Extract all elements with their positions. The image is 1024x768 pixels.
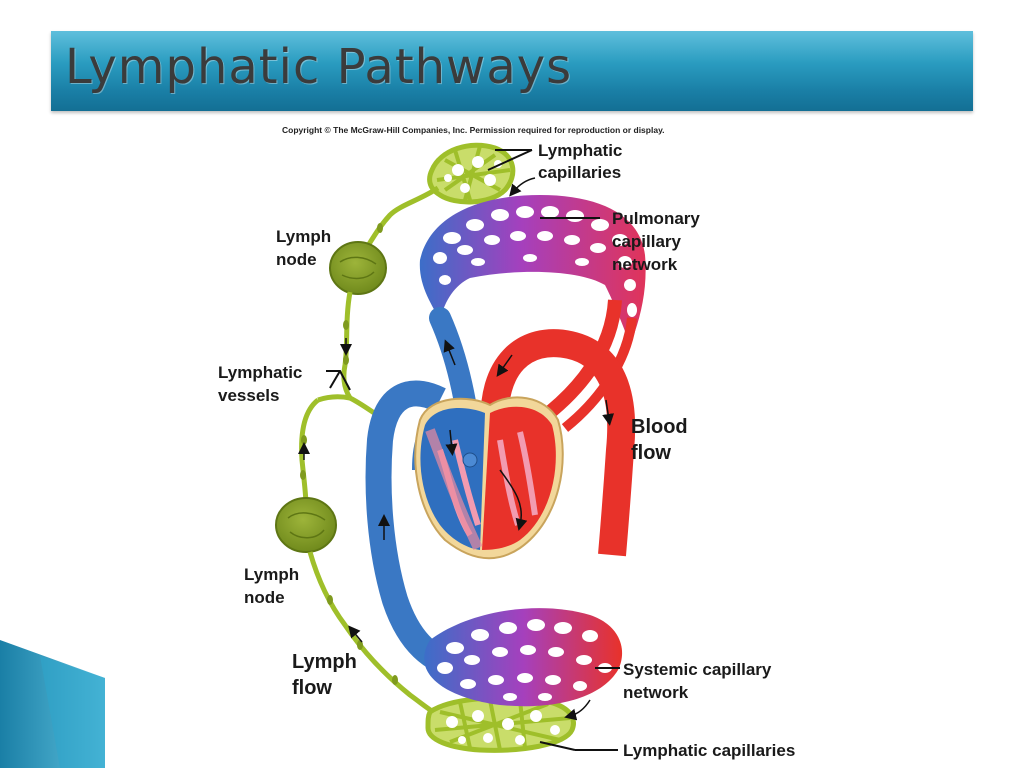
label-lymphatic-capillaries-top: Lymphatic capillaries xyxy=(538,141,627,182)
pulmonary-capillary-network xyxy=(419,195,646,345)
title-bar: Lymphatic Pathways xyxy=(51,31,973,111)
lymphatic-capillaries-bottom-mesh xyxy=(425,695,576,753)
lymph-node-top xyxy=(329,241,387,295)
label-lymph-node-top: Lymph node xyxy=(276,227,336,269)
lymph-node-bottom xyxy=(275,497,337,553)
label-systemic-capillary-network: Systemic capillary network xyxy=(623,660,776,702)
aorta xyxy=(480,329,636,557)
slide-title: Lymphatic Pathways xyxy=(65,39,573,95)
lymphatic-system xyxy=(275,142,576,753)
vena-cava xyxy=(365,380,447,672)
label-lymph-flow: Lymph flow xyxy=(292,651,362,699)
label-blood-flow: Blood flow xyxy=(631,416,693,464)
label-lymphatic-vessels: Lymphatic vessels xyxy=(218,363,307,405)
heart xyxy=(414,396,564,560)
label-lymphatic-capillaries-bottom: Lymphatic capillaries xyxy=(623,741,795,760)
copyright-text: Copyright © The McGraw-Hill Companies, I… xyxy=(282,125,665,135)
label-lymph-node-bottom: Lymph node xyxy=(244,565,304,607)
label-pulmonary-capillary-network: Pulmonary capillary network xyxy=(612,209,705,274)
lymphatic-capillaries-top-mesh xyxy=(427,142,516,205)
decorative-arrow-shape xyxy=(0,640,105,768)
systemic-capillary-network xyxy=(424,608,623,707)
